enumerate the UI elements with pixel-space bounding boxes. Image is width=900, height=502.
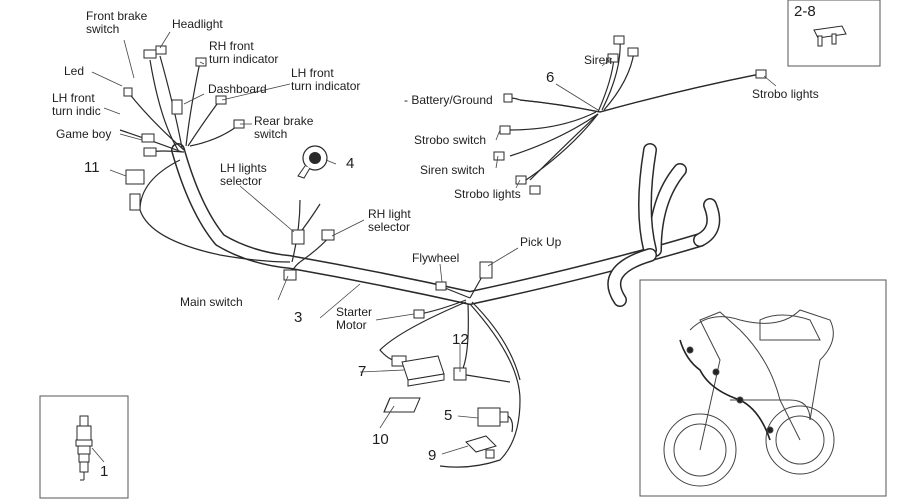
connectors <box>123 45 493 381</box>
ref-number-6: 6 <box>546 69 554 86</box>
ref-number-1: 1 <box>100 463 108 480</box>
leader-lines <box>91 31 777 455</box>
label-battery-ground: - Battery/Ground <box>404 93 493 107</box>
label-lh-front-turn-top-1: LH front <box>291 66 334 80</box>
text-labels: Front brake switch Headlight RH front tu… <box>52 9 819 332</box>
label-lh-front-turn-left-1: LH front <box>52 91 95 105</box>
ref-number-5: 5 <box>444 407 452 424</box>
label-strobo-lights-right: Strobo lights <box>752 87 819 101</box>
label-siren: Siren <box>584 53 612 67</box>
label-strobo-lights-bottom: Strobo lights <box>454 187 521 201</box>
ref-number-3: 3 <box>294 309 302 326</box>
label-rh-light-selector-2: selector <box>368 220 410 234</box>
label-flywheel: Flywheel <box>412 251 459 265</box>
label-rh-front-turn-1: RH front <box>209 39 254 53</box>
ref-number-10: 10 <box>372 431 389 448</box>
relay-icon <box>477 407 514 433</box>
label-led: Led <box>64 64 84 78</box>
ref-number-4: 4 <box>346 155 354 172</box>
siren-harness <box>493 35 767 195</box>
ref-number-2-8: 2-8 <box>794 3 816 20</box>
ref-number-9: 9 <box>428 447 436 464</box>
ref-number-7: 7 <box>358 363 366 380</box>
voltage-regulator-icon <box>401 355 445 387</box>
reference-numbers: 1 2-8 3 4 5 6 7 9 10 11 12 <box>84 3 816 480</box>
label-pick-up: Pick Up <box>520 235 562 249</box>
label-front-brake-switch-2: switch <box>86 22 119 36</box>
label-main-switch: Main switch <box>180 295 243 309</box>
ref-number-12: 12 <box>452 331 469 348</box>
starter-cable <box>459 373 511 383</box>
ref-number-11: 11 <box>84 159 100 176</box>
bracket-icon <box>383 397 421 413</box>
flasher-icon <box>465 435 497 459</box>
label-front-brake-switch-1: Front brake <box>86 9 148 23</box>
label-lh-lights-selector-2: selector <box>220 174 262 188</box>
leader-1 <box>91 447 105 463</box>
scooter-icon <box>663 309 835 487</box>
label-lh-front-turn-left-2: turn indic <box>52 104 101 118</box>
label-strobo-switch: Strobo switch <box>414 133 486 147</box>
label-game-boy: Game boy <box>56 127 111 141</box>
label-starter-motor-1: Starter <box>336 305 372 319</box>
fuse-icon <box>813 25 847 47</box>
main-harness <box>171 143 721 307</box>
label-starter-motor-2: Motor <box>336 318 367 332</box>
label-headlight: Headlight <box>172 17 223 31</box>
label-dashboard: Dashboard <box>208 82 267 96</box>
scooter-inset <box>639 279 887 497</box>
label-siren-switch: Siren switch <box>420 163 485 177</box>
horn-icon <box>297 145 328 179</box>
spark-plug-icon <box>75 415 93 481</box>
label-rear-brake-switch-2: switch <box>254 127 287 141</box>
label-lh-front-turn-top-2: turn indicator <box>291 79 360 93</box>
label-rh-front-turn-2: turn indicator <box>209 52 278 66</box>
label-rh-light-selector-1: RH light <box>368 207 411 221</box>
label-lh-lights-selector-1: LH lights <box>220 161 267 175</box>
label-rear-brake-switch-1: Rear brake <box>254 114 314 128</box>
